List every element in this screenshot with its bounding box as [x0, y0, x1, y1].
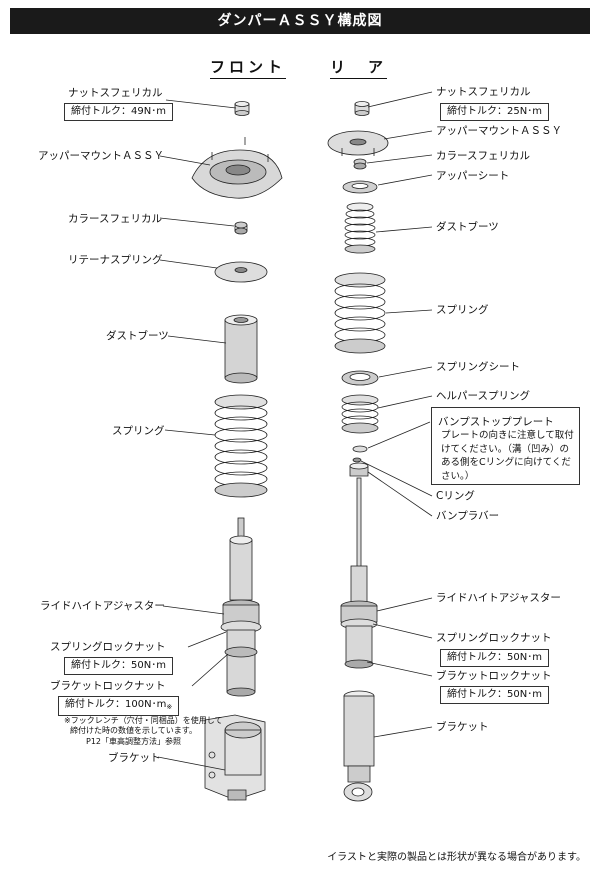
rear-bump-plate-callout: バンプストッププレート プレートの向きに注意して取付けてください。（溝（凹み）の…: [431, 407, 580, 485]
rear-collar-part: [353, 158, 367, 170]
rear-bump-rubber-label: バンプラバー: [436, 510, 500, 522]
front-nut-label: ナットスフェリカル: [68, 87, 163, 99]
front-spring-locknut-torque: 締付トルク：50N･m: [64, 657, 173, 675]
rear-bump-stop-plate-part: [352, 445, 368, 453]
front-header: フロント: [210, 56, 287, 79]
front-note-line2: 締付けた時の数値を示しています。: [70, 726, 197, 735]
rear-bump-rubber-part: [349, 462, 369, 477]
rear-dust-boots-part: [344, 202, 376, 254]
rear-helper-spring-part: [341, 394, 379, 434]
rear-nut-torque: 締付トルク：25N･m: [440, 103, 549, 121]
rear-collar-label: カラースフェリカル: [436, 150, 530, 162]
front-bracket-locknut-torque: 締付トルク：100N･m※: [58, 696, 180, 716]
rear-spring-locknut-label: スプリングロックナット: [436, 632, 552, 644]
rear-upper-seat-label: アッパーシート: [436, 170, 510, 182]
rear-header: リ ア: [330, 56, 388, 79]
rear-spring-part: [334, 272, 386, 354]
front-upper-mount-label: アッパーマウントＡＳＳＹ: [38, 150, 164, 162]
front-bracket-locknut-torque-text: 締付トルク：100N･m: [65, 699, 167, 710]
front-spring-locknut-label: スプリングロックナット: [50, 641, 166, 653]
front-spring-part: [214, 394, 268, 498]
rear-c-ring-label: Cリング: [436, 490, 475, 502]
rear-upper-mount-part: [327, 130, 389, 156]
rear-bracket-locknut-label: ブラケットロックナット: [436, 670, 552, 682]
front-bracket-locknut-label: ブラケットロックナット: [50, 680, 166, 692]
rear-upper-seat-part: [342, 180, 378, 194]
rear-spring-seat-label: スプリングシート: [436, 361, 520, 373]
front-spring-label: スプリング: [112, 425, 165, 437]
rear-bump-plate-title: バンプストッププレート: [438, 416, 554, 428]
rear-ride-height-label: ライドハイトアジャスター: [436, 592, 561, 604]
rear-spring-label: スプリング: [436, 304, 489, 316]
front-torque-mark: ※: [166, 703, 173, 711]
front-dust-boots-label: ダストブーツ: [106, 330, 169, 342]
footer-disclaimer: イラストと実際の製品とは形状が異なる場合があります。: [327, 852, 586, 863]
front-nut-part: [234, 101, 250, 116]
rear-nut-label: ナットスフェリカル: [436, 86, 531, 98]
front-retainer-part: [214, 261, 268, 283]
rear-spring-seat-part: [341, 370, 379, 386]
rear-dust-boots-label: ダストブーツ: [436, 221, 499, 233]
front-retainer-label: リテーナスプリング: [68, 254, 163, 266]
front-ride-height-label: ライドハイトアジャスター: [40, 600, 165, 612]
front-note-line3: P12「車高調整方法」参照: [86, 737, 182, 746]
front-collar-label: カラースフェリカル: [68, 213, 162, 225]
front-nut-torque: 締付トルク：49N･m: [64, 103, 173, 121]
rear-bracket-part: [343, 690, 375, 802]
rear-spring-locknut-torque: 締付トルク：50N･m: [440, 649, 549, 667]
front-bracket-part: [204, 714, 266, 801]
rear-bracket-locknut-torque: 締付トルク：50N･m: [440, 686, 549, 704]
rear-damper-body-part: [340, 477, 378, 669]
diagram-title: ダンパーＡＳＳＹ構成図: [10, 8, 590, 34]
front-damper-body-part: [220, 517, 262, 697]
rear-bracket-label: ブラケット: [436, 721, 489, 733]
front-dust-boots-part: [224, 314, 258, 384]
front-collar-part: [234, 221, 248, 235]
front-bracket-label: ブラケット: [108, 752, 161, 764]
rear-helper-spring-label: ヘルパースプリング: [436, 390, 530, 402]
rear-nut-part: [354, 101, 370, 116]
rear-c-ring-part: [352, 457, 362, 463]
front-note-line1: ※フックレンチ（穴付・同梱品）を使用して: [64, 716, 223, 725]
front-upper-mount-part: [191, 137, 283, 199]
rear-upper-mount-label: アッパーマウントＡＳＳＹ: [436, 125, 562, 137]
rear-bump-plate-note: プレートの向きに注意して取付けてください。（溝（凹み）のある側をCリングに向けて…: [441, 430, 574, 482]
